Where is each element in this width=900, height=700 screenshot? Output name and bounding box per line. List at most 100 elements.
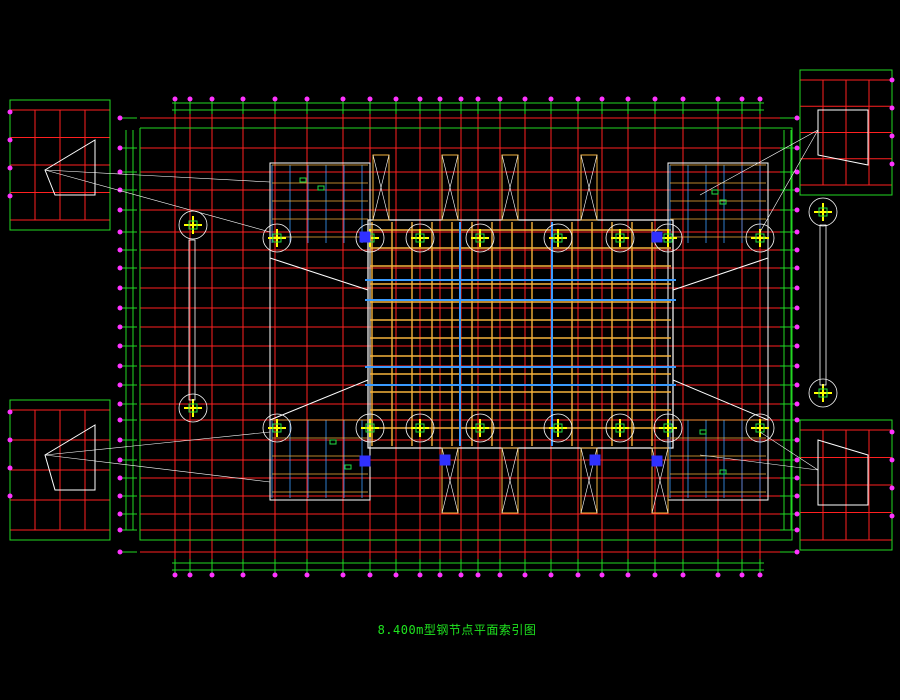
- axis-bubble: [117, 417, 123, 423]
- axis-bubble: [794, 382, 800, 388]
- inset-axis-bubble: [7, 465, 13, 471]
- node-plate: [272, 233, 282, 243]
- detail-mark: [719, 199, 727, 205]
- hatch-marker: [439, 454, 451, 466]
- axis-bubble: [117, 285, 123, 291]
- drawing-title: 8.400m型钢节点平面索引图: [377, 623, 537, 637]
- column-box: [372, 154, 390, 221]
- axis-bubble: [209, 96, 215, 102]
- axis-bubble: [794, 285, 800, 291]
- axis-bubble: [117, 115, 123, 121]
- node-plate: [188, 220, 198, 230]
- axis-bubble: [117, 382, 123, 388]
- slanted-edge: [672, 379, 769, 421]
- wing-left-outline: [269, 162, 371, 501]
- inset-axis-bubble: [7, 165, 13, 171]
- column-box-diagonal: [501, 447, 519, 514]
- hatch-marker: [651, 455, 663, 467]
- axis-bubble: [475, 572, 481, 578]
- axis-bubble: [417, 96, 423, 102]
- index-leader: [44, 431, 271, 456]
- end-beam-right: [819, 224, 827, 386]
- axis-bubble: [794, 207, 800, 213]
- axis-bubble: [458, 572, 464, 578]
- axis-bubbles: [117, 96, 800, 578]
- axis-bubble: [794, 475, 800, 481]
- building-outline: [139, 127, 793, 541]
- node-plate: [272, 423, 282, 433]
- inset-axis-bubble: [889, 161, 895, 167]
- node-plate: [415, 233, 425, 243]
- index-leader: [44, 169, 271, 233]
- axis-bubble: [794, 305, 800, 311]
- node-index-circle: [808, 197, 838, 227]
- column-box-diagonal: [651, 447, 669, 514]
- axis-bubble: [794, 145, 800, 151]
- node-plate: [415, 423, 425, 433]
- axis-bubble: [794, 401, 800, 407]
- axis-bubble: [417, 572, 423, 578]
- axis-bubble: [117, 343, 123, 349]
- axis-bubble: [437, 96, 443, 102]
- detail-mark: [317, 185, 325, 191]
- hatch-marker: [359, 231, 371, 243]
- column-box: [501, 447, 519, 514]
- axis-bubble: [172, 572, 178, 578]
- axis-bubble: [794, 511, 800, 517]
- axis-bubble: [458, 96, 464, 102]
- inset-detail-shape: [817, 109, 869, 166]
- axis-bubble: [522, 572, 528, 578]
- axis-bubble: [304, 96, 310, 102]
- node-index-circle: [405, 413, 435, 443]
- node-plate: [615, 233, 625, 243]
- index-leader: [759, 129, 819, 233]
- node-index-circle: [405, 223, 435, 253]
- inset-axis-bubble: [889, 485, 895, 491]
- axis-bubble: [117, 527, 123, 533]
- axis-bubble: [794, 343, 800, 349]
- inset-axis-bubble: [889, 429, 895, 435]
- axis-bubble: [794, 493, 800, 499]
- inset-axis-bubble: [889, 513, 895, 519]
- axis-bubble: [272, 572, 278, 578]
- column-box-diagonal: [441, 447, 459, 514]
- node-plate: [188, 403, 198, 413]
- axis-bubble: [272, 96, 278, 102]
- slanted-edge: [672, 257, 769, 291]
- inset-axis-bubble: [7, 493, 13, 499]
- axis-bubble: [794, 265, 800, 271]
- dimension-lines: [122, 99, 795, 574]
- axis-bubble: [172, 96, 178, 102]
- inset-axis-bubble: [889, 77, 895, 83]
- node-index-circle: [543, 413, 573, 443]
- axis-bubble: [437, 572, 443, 578]
- axis-bubble: [715, 572, 721, 578]
- inset-axis-bubble: [889, 133, 895, 139]
- column-box: [580, 447, 598, 514]
- axis-bubble: [794, 457, 800, 463]
- axis-bubble: [393, 572, 399, 578]
- axis-bubble: [367, 572, 373, 578]
- node-plate: [475, 423, 485, 433]
- index-leader: [44, 169, 271, 183]
- node-details: [178, 177, 838, 475]
- axis-bubble: [117, 549, 123, 555]
- node-index-circle: [178, 393, 208, 423]
- inset-detail-shape: [44, 139, 96, 196]
- axis-bubble: [575, 96, 581, 102]
- inset-dimension-frame: [799, 419, 893, 551]
- node-index-circle: [745, 223, 775, 253]
- node-index-circle: [543, 223, 573, 253]
- column-box: [441, 154, 459, 221]
- node-index-circle: [605, 223, 635, 253]
- column-box: [651, 447, 669, 514]
- axis-bubble: [757, 572, 763, 578]
- corner-detail-insets: [7, 69, 895, 551]
- axis-bubble: [794, 169, 800, 175]
- axis-bubble: [340, 572, 346, 578]
- axis-bubble: [739, 572, 745, 578]
- inset-axis-bubble: [7, 409, 13, 415]
- central-hall-outline: [367, 219, 674, 449]
- node-index-circle: [808, 378, 838, 408]
- node-plate: [365, 423, 375, 433]
